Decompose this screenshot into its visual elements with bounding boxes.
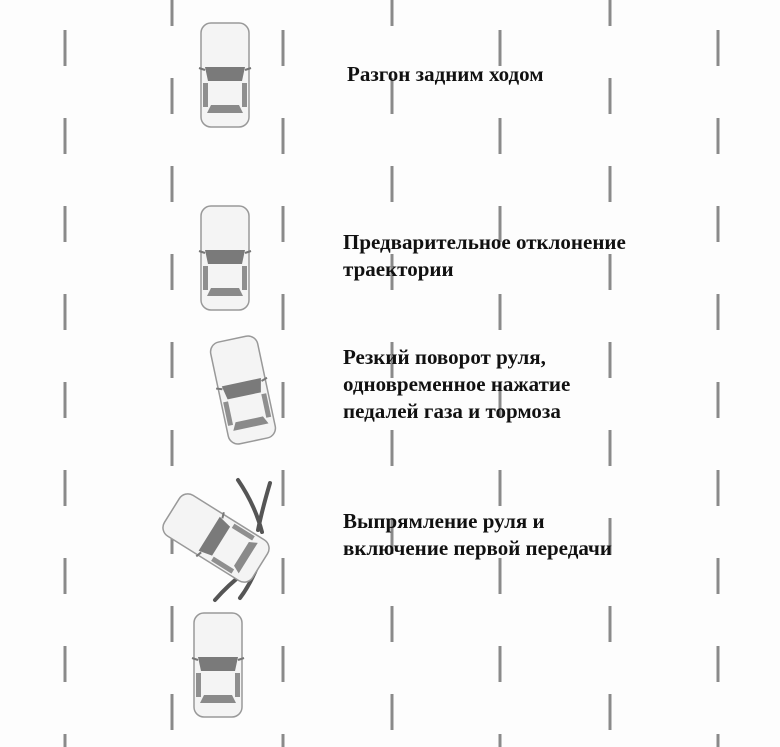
- car-step-2: [198, 205, 252, 311]
- caption-line: Резкий поворот руля,: [343, 345, 546, 369]
- caption-line: педалей газа и тормоза: [343, 399, 561, 423]
- caption-line: Предварительное отклонение: [343, 230, 626, 254]
- step-1-caption: Разгон задним ходом: [347, 61, 544, 88]
- caption-line: траектории: [343, 257, 454, 281]
- caption-line: Разгон задним ходом: [347, 62, 544, 86]
- car-step-3: [205, 332, 281, 448]
- step-2-caption: Предварительное отклонение траектории: [343, 229, 626, 283]
- caption-line: включение первой передачи: [343, 536, 612, 560]
- caption-line: Выпрямление руля и: [343, 509, 545, 533]
- lane-markings: [63, 0, 720, 747]
- caption-line: одновременное нажатие: [343, 372, 571, 396]
- car-step-1: [198, 22, 252, 128]
- step-3-caption: Резкий поворот руля, одновременное нажат…: [343, 344, 570, 425]
- car-step-5: [191, 612, 245, 718]
- step-4-caption: Выпрямление руля и включение первой пере…: [343, 508, 612, 562]
